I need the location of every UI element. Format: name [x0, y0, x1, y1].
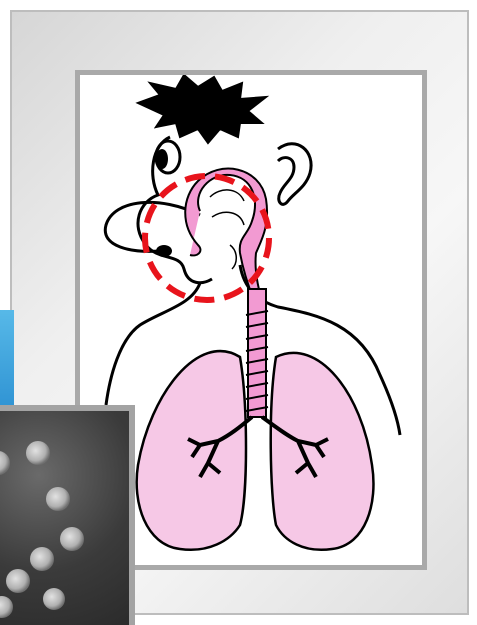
microphone-icon — [156, 245, 172, 257]
pupil — [156, 149, 168, 169]
particle — [60, 527, 84, 551]
micrograph-inset — [0, 405, 135, 625]
spiky-hair-icon — [138, 75, 266, 143]
particle — [26, 441, 50, 465]
particle-micrograph — [0, 411, 129, 625]
particle — [0, 596, 13, 618]
particle — [0, 451, 10, 475]
nasal-detail — [210, 190, 244, 269]
left-lung — [137, 351, 246, 550]
ear-icon — [278, 144, 311, 205]
particle — [43, 588, 65, 610]
particle — [30, 547, 54, 571]
particle — [6, 569, 30, 593]
particle — [46, 487, 70, 511]
accent-strip — [0, 310, 14, 420]
